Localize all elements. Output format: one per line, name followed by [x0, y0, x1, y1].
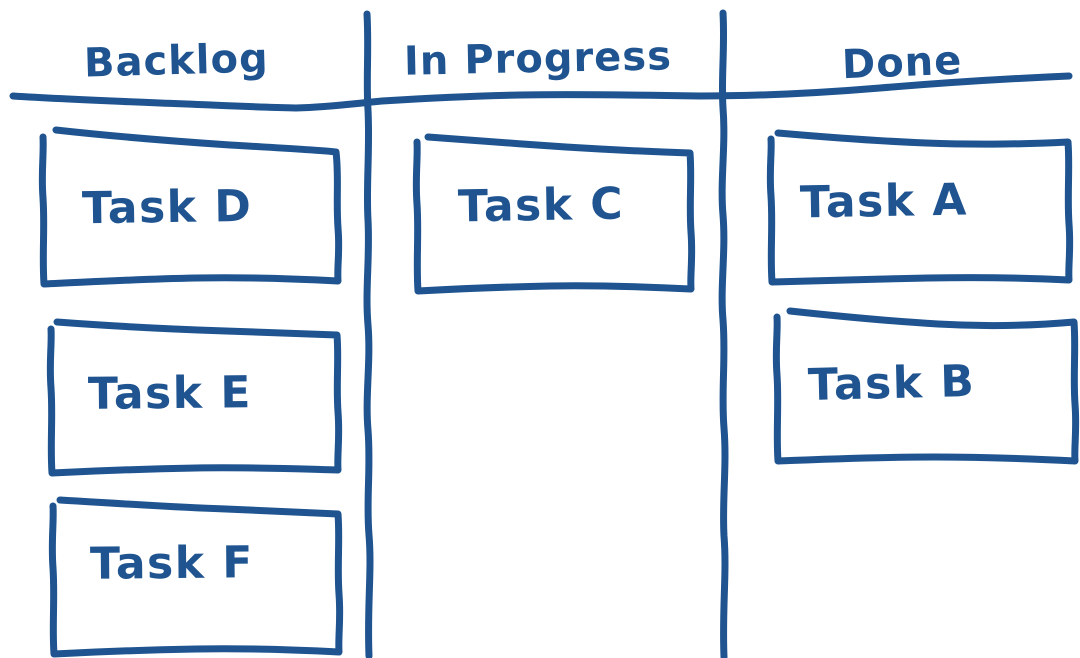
card-label-task-d: Task D — [81, 180, 253, 235]
card-label-task-a: Task A — [799, 174, 969, 229]
card-task-b[interactable] — [772, 307, 1080, 465]
card-label-task-f: Task F — [89, 537, 255, 590]
card-label-task-e: Task E — [87, 367, 253, 420]
column-title-done: Done — [841, 37, 964, 89]
card-label-task-c: Task C — [457, 178, 625, 233]
column-title-backlog: Backlog — [83, 35, 270, 87]
card-task-c[interactable] — [412, 133, 696, 295]
card-task-e[interactable] — [46, 318, 343, 477]
card-task-a[interactable] — [766, 129, 1074, 286]
column-divider-2 — [718, 9, 729, 658]
card-label-task-b: Task B — [807, 355, 976, 412]
header-separator-line — [9, 72, 1073, 112]
card-task-f[interactable] — [48, 496, 344, 658]
card-task-d[interactable] — [38, 126, 343, 288]
column-divider-1 — [363, 10, 374, 658]
column-title-in-progress: In Progress — [403, 33, 673, 85]
